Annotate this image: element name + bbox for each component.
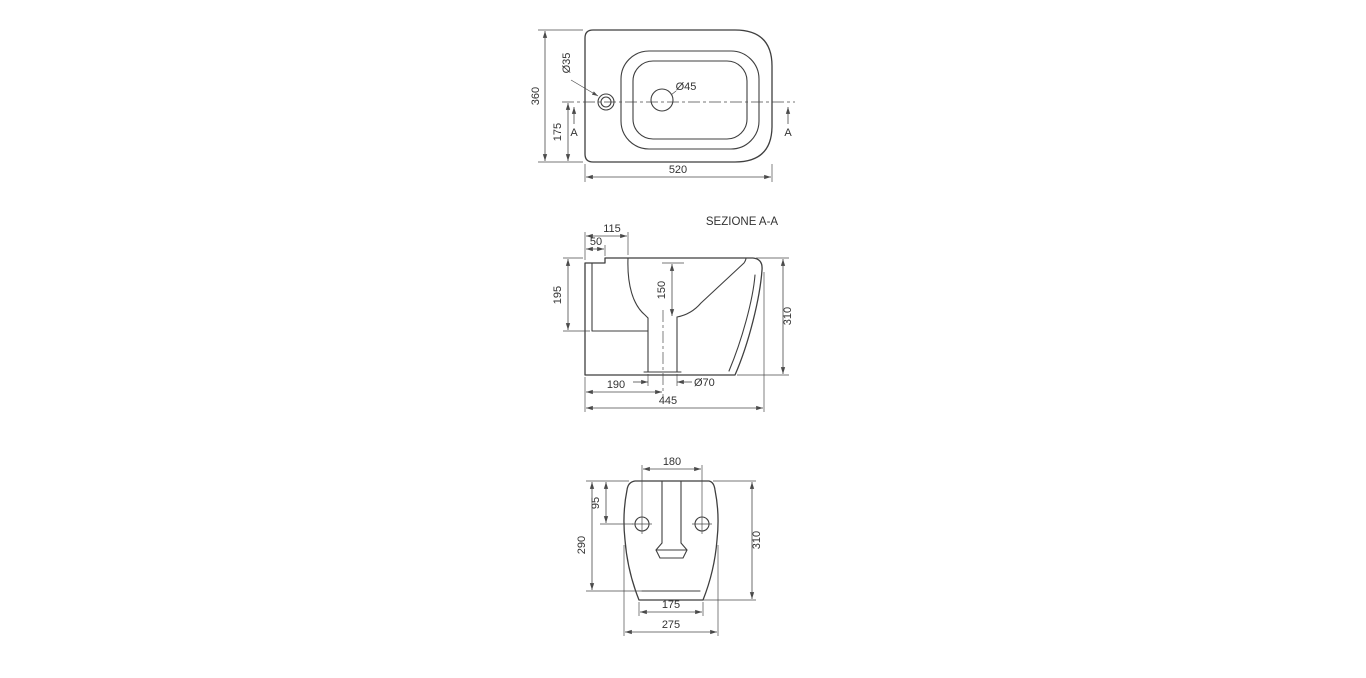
column-flare-right (680, 542, 688, 551)
dim-text: 195 (552, 286, 564, 304)
dim-drain-offset-190: 190 (584, 377, 663, 412)
dim-text: 190 (607, 379, 625, 391)
front-drain-column (655, 480, 688, 559)
label-drain-d70: Ø70 (633, 374, 715, 389)
dim-text: 180 (663, 456, 681, 468)
dim-rim-ledge-50: 50 (585, 236, 606, 256)
section-rear-cavity (591, 262, 649, 332)
label-tap-hole-d35: Ø35 (561, 53, 599, 97)
front-view: 180 95 290 310 175 (576, 456, 763, 636)
dim-text: 150 (656, 281, 668, 299)
dim-text: 275 (662, 619, 680, 631)
section-marker-right: A (784, 106, 792, 139)
mounting-hole-left (632, 514, 652, 534)
label-text: Ø70 (694, 377, 715, 389)
section-outer-profile (584, 257, 763, 376)
leader-line (670, 90, 677, 96)
front-outer-profile (623, 480, 719, 601)
top-view: A A 360 175 520 Ø35 (530, 29, 795, 182)
section-letter: A (570, 127, 578, 139)
label-text: Ø35 (561, 53, 573, 74)
dim-text: 360 (530, 87, 542, 105)
column-flare-left (655, 542, 663, 551)
section-basin-right (676, 257, 747, 318)
basin-rim-outer (620, 50, 760, 150)
basin-rim-inner (632, 60, 748, 140)
dim-text: 445 (659, 395, 677, 407)
dim-hole-offset-175: 175 (552, 102, 571, 162)
dim-basin-edge-115: 115 (584, 223, 629, 260)
dim-basin-depth-150: 150 (656, 262, 684, 317)
dim-width-520: 520 (584, 164, 773, 182)
dim-front-height-310: 310 (703, 480, 763, 601)
section-title: SEZIONE A-A (706, 216, 779, 228)
dim-text: 290 (576, 536, 588, 554)
dim-text: 310 (782, 307, 794, 325)
dim-section-height-310: 310 (737, 257, 794, 376)
dim-body-height-290: 290 (576, 481, 642, 592)
dim-hole-spacing-180: 180 (641, 456, 703, 514)
dim-total-width-275: 275 (623, 545, 719, 636)
dim-depth-360: 360 (530, 29, 583, 163)
drain-hole-circle (650, 88, 674, 112)
label-drain-d45: Ø45 (670, 81, 697, 96)
dim-text: 520 (669, 164, 687, 176)
dim-text: 175 (552, 123, 564, 141)
dim-rear-height-195: 195 (552, 257, 590, 332)
section-view: SEZIONE A-A 115 50 (552, 216, 794, 412)
dim-base-width-175: 175 (638, 599, 704, 616)
dim-hole-offset-95: 95 (586, 480, 633, 525)
section-apron-inner (728, 274, 756, 372)
dim-total-depth-445: 445 (585, 272, 765, 412)
leader-line (570, 79, 599, 97)
drain-cup (655, 549, 688, 559)
section-letter: A (784, 127, 792, 139)
label-text: Ø45 (676, 81, 697, 93)
dim-text: 115 (603, 223, 621, 235)
dim-text: 50 (590, 236, 602, 248)
mounting-hole-right (692, 514, 712, 534)
dim-text: 175 (662, 599, 680, 611)
top-view-outer-outline (584, 29, 773, 163)
section-marker-left: A (570, 106, 578, 139)
section-basin-left (627, 257, 649, 319)
dim-text: 310 (751, 531, 763, 549)
